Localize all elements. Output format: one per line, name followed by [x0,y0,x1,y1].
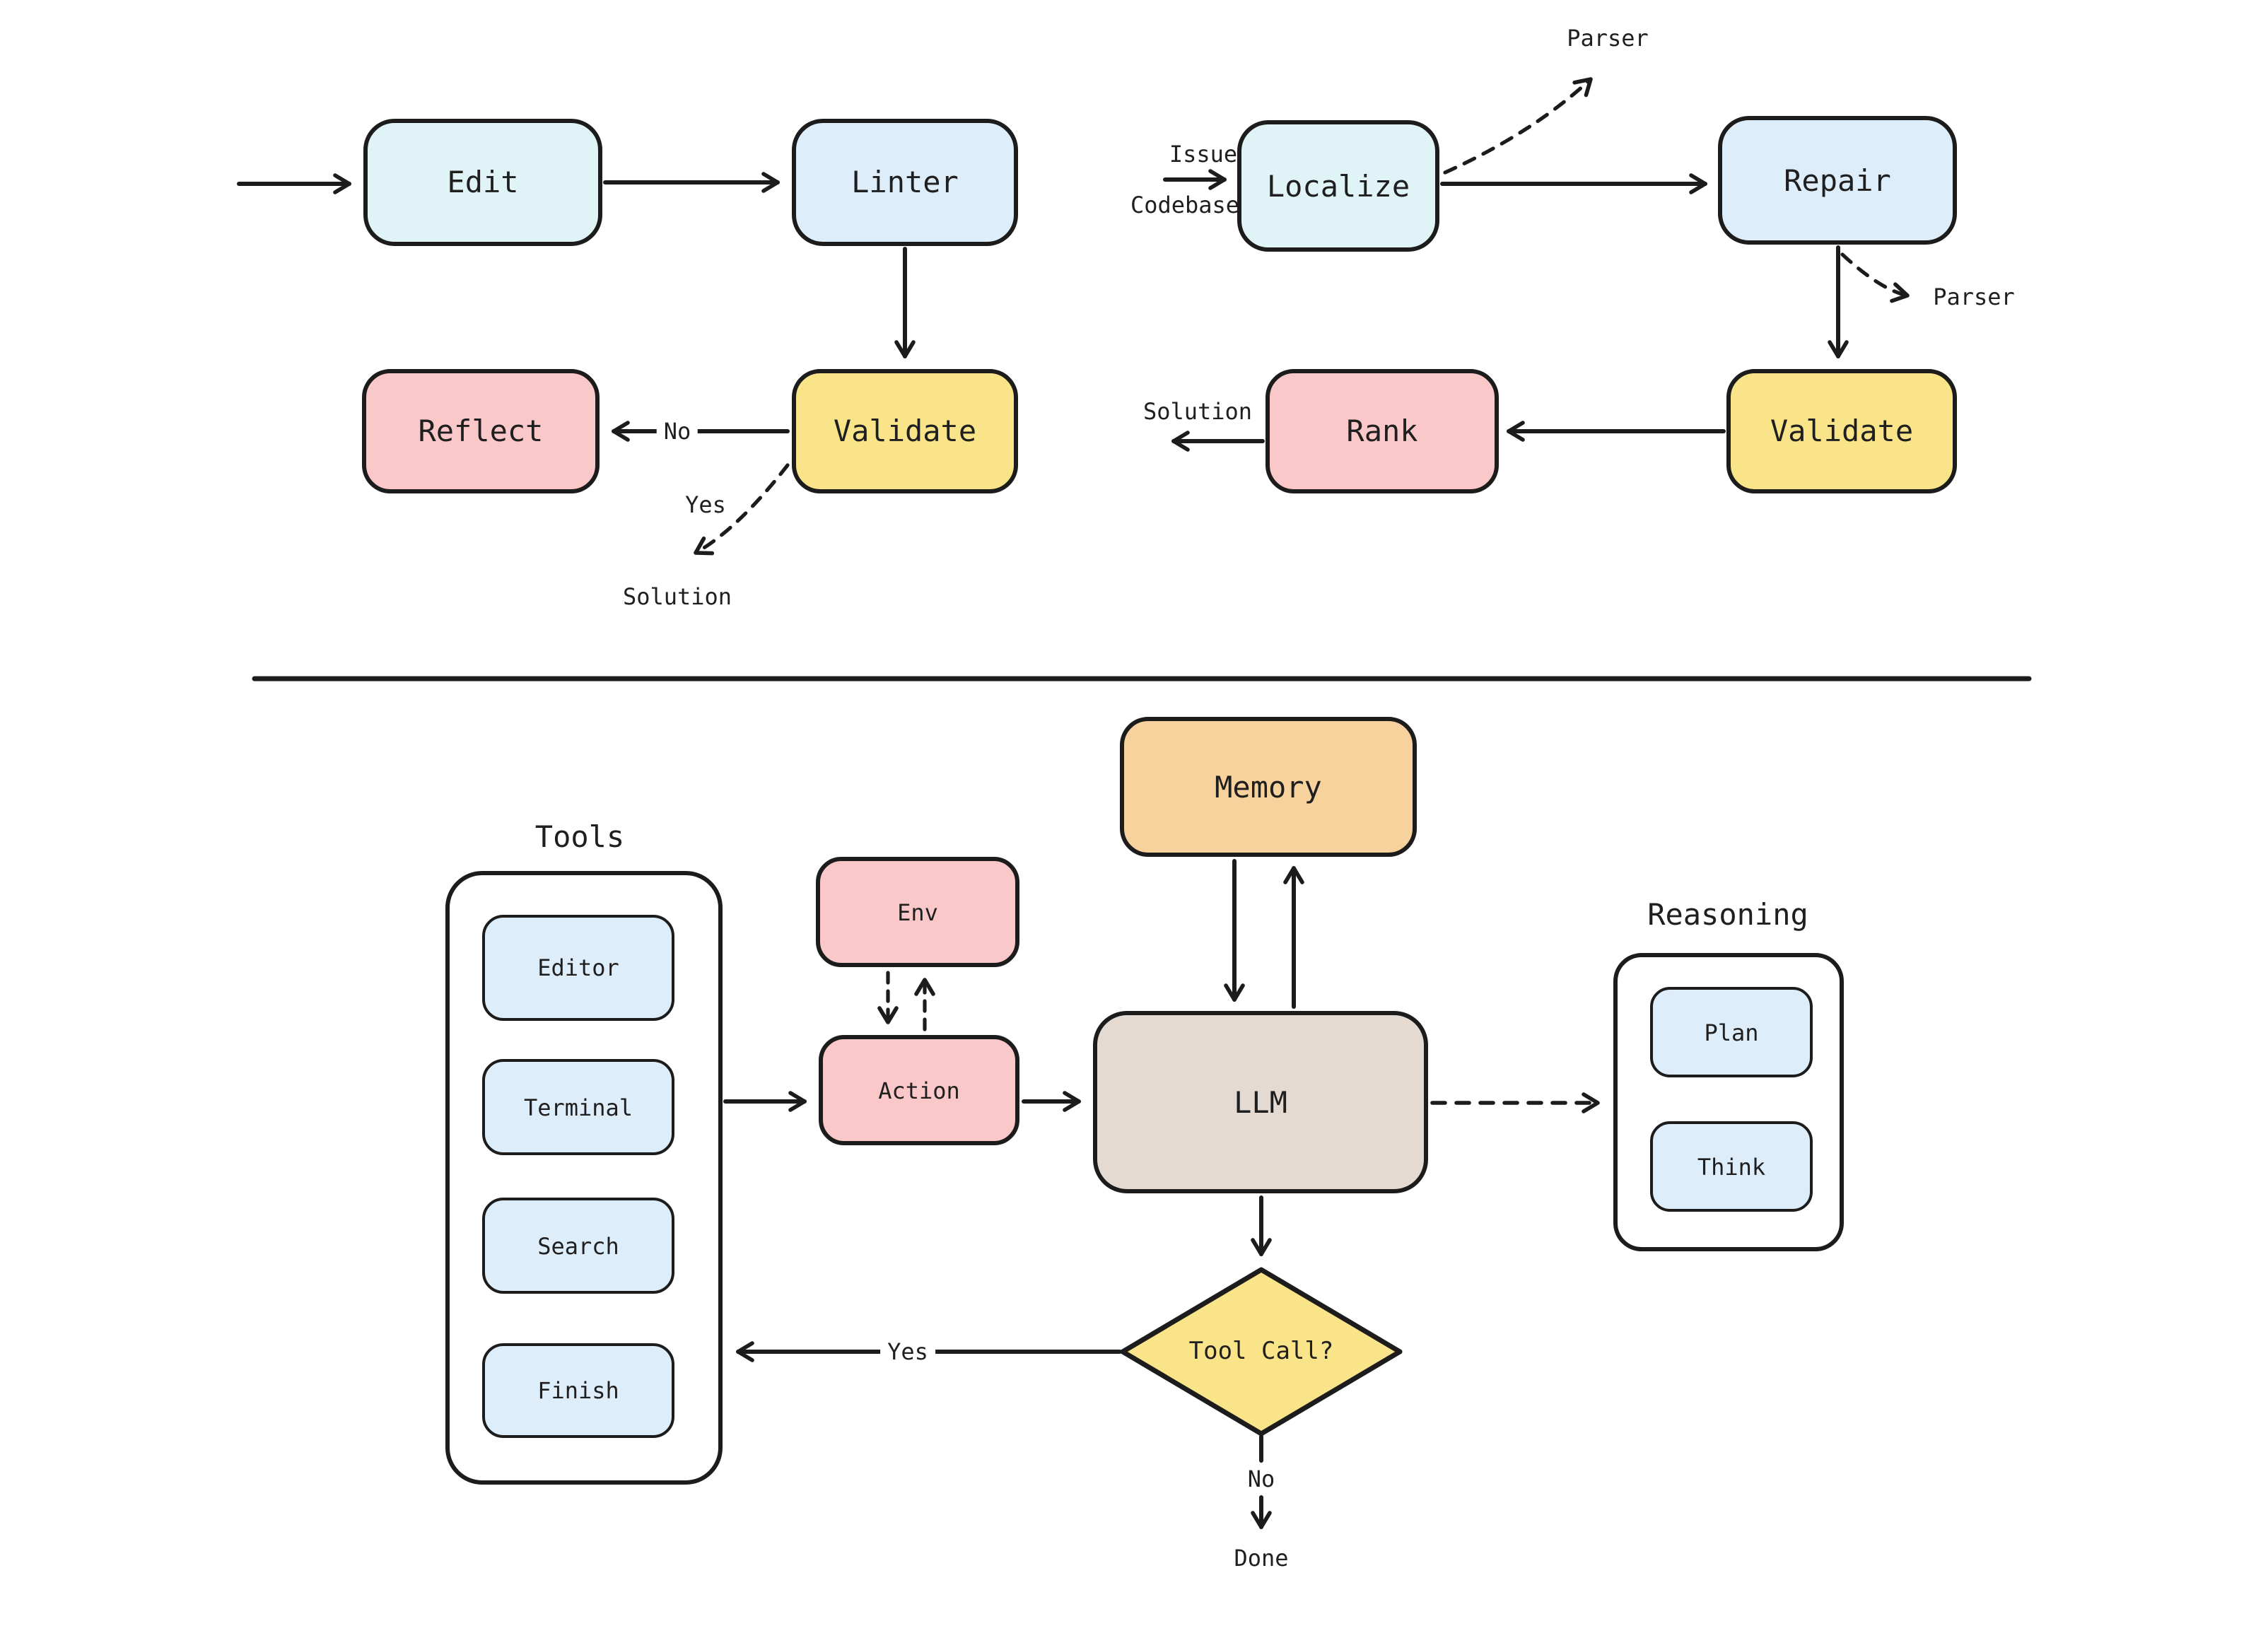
label-parser-top: Parser [1567,25,1649,52]
arrow-localize-to-parser [1443,77,1593,175]
reasoning-group-title: Reasoning [1647,898,1808,932]
label-done: Done [1234,1545,1289,1572]
node-repair: Repair [1718,116,1957,245]
node-tool-finish: Finish [482,1343,674,1438]
label-parser-side: Parser [1933,283,2015,310]
node-localize: Localize [1237,120,1439,252]
node-validate-lint: Validate [792,369,1018,493]
node-llm: LLM [1093,1011,1428,1193]
edge-label-no: No [656,418,698,445]
arrow-validate-yes-solution [694,463,790,556]
node-action: Action [819,1035,1019,1145]
node-memory: Memory [1120,717,1417,857]
label-codebase: Codebase [1130,192,1240,218]
node-validate-repair: Validate [1726,369,1957,493]
edge-label-yes: Yes [678,491,733,518]
node-reflect: Reflect [362,369,600,493]
tools-group-title: Tools [534,820,625,854]
label-issue: Issue [1169,141,1238,168]
node-tool-terminal: Terminal [482,1059,674,1155]
node-tool-search: Search [482,1198,674,1294]
node-env: Env [816,857,1019,967]
repair-flow-arrows [1163,77,1910,452]
edge-label-yes-toolcall: Yes [880,1338,935,1365]
node-rank: Rank [1265,369,1499,493]
node-think: Think [1650,1121,1813,1212]
lint-flow-arrows [237,172,916,556]
tool-call-diamond [1120,1267,1403,1437]
agent-flow-arrows [723,859,1600,1529]
edge-label-no-toolcall: No [1247,1466,1275,1492]
node-plan: Plan [1650,987,1813,1077]
tool-call-diamond-label: Tool Call? [1188,1338,1334,1366]
node-tool-editor: Editor [482,915,674,1021]
node-linter: Linter [792,119,1018,246]
node-edit: Edit [363,119,602,246]
label-solution-lint: Solution [622,583,732,610]
arrow-repair-to-parser [1840,252,1910,303]
label-solution-repair: Solution [1142,398,1253,425]
